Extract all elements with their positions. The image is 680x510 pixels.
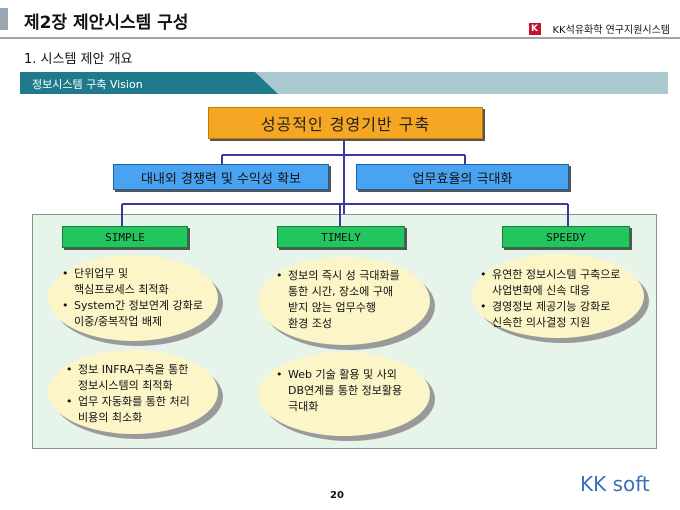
oval-simple-2-text: 정보 INFRA구축을 통한 정보시스템의 최적화 업무 자동화를 통한 처리 … — [66, 362, 222, 426]
objective-competitiveness-box: 대내외 경쟁력 및 수익성 확보 — [113, 164, 329, 190]
brand: K KK석유화학 연구지원시스템 — [528, 21, 671, 36]
page-title: 제2장 제안시스템 구성 — [24, 13, 189, 33]
title-accent-bar — [0, 8, 8, 30]
speedy-1-line-1: 유연한 정보시스템 구축으로 — [480, 267, 652, 283]
brand-logo-icon: K — [528, 22, 541, 35]
speedy-1-line-4: 신속한 의사결정 지원 — [492, 316, 591, 329]
goal-box: 성공적인 경영기반 구축 — [208, 107, 483, 139]
category-simple: SIMPLE — [62, 226, 188, 248]
company-logo-text: KK soft — [580, 472, 650, 496]
objective-efficiency-box: 업무효율의 극대화 — [356, 164, 569, 190]
oval-timely-2-text: Web 기술 활용 및 사외 DB연계를 통한 정보활용 극대화 — [276, 367, 436, 415]
simple-2-line-4: 비용의 최소화 — [78, 411, 143, 424]
oval-timely-1-text: 정보의 즉시 성 극대화를 통한 시간, 장소에 구애 받지 않는 업무수행 환… — [276, 268, 436, 332]
simple-1-line-1: 단위업무 및 — [62, 266, 222, 282]
header-divider — [0, 37, 680, 39]
timely-1-line-3: 받지 않는 업무수행 — [288, 301, 376, 314]
simple-1-line-4: 이중/중복작업 배제 — [74, 315, 163, 328]
timely-2-line-1: Web 기술 활용 및 사외 — [276, 367, 436, 383]
oval-speedy-1-text: 유연한 정보시스템 구축으로 사업변화에 신속 대응 경영정보 제공기능 강화로… — [480, 267, 652, 331]
oval-simple-1-text: 단위업무 및 핵심프로세스 최적화 System간 정보연계 강화로 이중/중복… — [62, 266, 222, 330]
vision-label: 정보시스템 구축 Vision — [32, 78, 143, 91]
section-heading: 1. 시스템 제안 개요 — [24, 52, 133, 67]
speedy-1-line-2: 사업변화에 신속 대응 — [492, 284, 591, 297]
page-number: 20 — [330, 490, 344, 501]
simple-2-line-1: 정보 INFRA구축을 통한 — [66, 362, 222, 378]
category-speedy: SPEEDY — [502, 226, 630, 248]
simple-2-line-3: 업무 자동화를 통한 처리 — [66, 394, 222, 410]
simple-1-line-3: System간 정보연계 강화로 — [62, 298, 222, 314]
timely-1-line-1: 정보의 즉시 성 극대화를 — [276, 268, 436, 284]
vision-band-dark — [20, 72, 278, 94]
timely-1-line-4: 환경 조성 — [288, 317, 332, 330]
timely-2-line-3: 극대화 — [288, 400, 319, 413]
brand-text: KK석유화학 연구지원시스템 — [552, 25, 671, 36]
simple-1-line-2: 핵심프로세스 최적화 — [74, 283, 169, 296]
timely-1-line-2: 통한 시간, 장소에 구애 — [288, 285, 394, 298]
simple-2-line-2: 정보시스템의 최적화 — [78, 379, 173, 392]
timely-2-line-2: DB연계를 통한 정보활용 — [288, 384, 403, 397]
oval-timely-2 — [258, 352, 430, 436]
speedy-1-line-3: 경영정보 제공기능 강화로 — [480, 299, 652, 315]
category-timely: TIMELY — [277, 226, 405, 248]
